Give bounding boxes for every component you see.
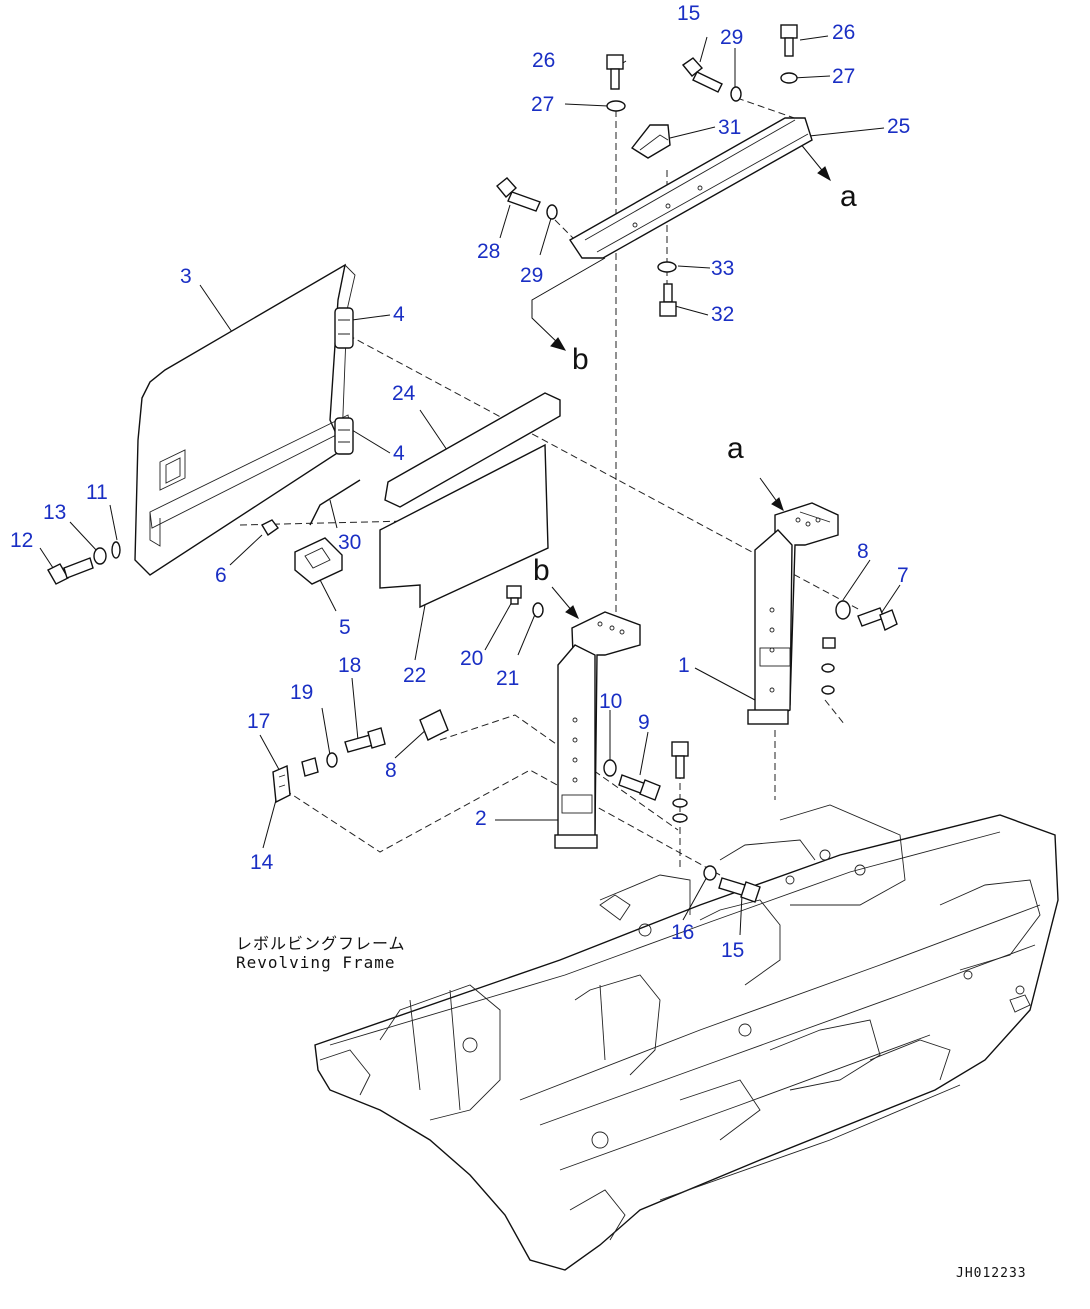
ref-letter-b-top: b (572, 343, 589, 376)
part-33-washer (657, 261, 677, 273)
callout-4-lower[interactable]: 4 (393, 442, 405, 465)
part-31-bracket (630, 124, 671, 159)
callout-17[interactable]: 16 (671, 921, 695, 944)
drawing-id: JH012233 (956, 1266, 1027, 1281)
part-17-washer (703, 865, 717, 881)
callout-32[interactable]: 32 (711, 303, 735, 326)
callout-28-top[interactable]: 15 (677, 2, 701, 25)
part-6-nut (261, 519, 279, 537)
callout-22[interactable]: 21 (496, 667, 520, 690)
part-27-washer-right (780, 72, 798, 84)
callout-14[interactable]: 13 (43, 501, 67, 524)
callout-27-right[interactable]: 27 (832, 65, 856, 88)
callout-26-right[interactable]: 26 (832, 21, 856, 44)
part-10-bolt (618, 774, 661, 801)
callout-30[interactable]: 30 (338, 531, 362, 554)
part-21-bolt (506, 585, 522, 605)
part-14-washer (93, 547, 107, 565)
part-32-bolt (659, 283, 677, 317)
part-15-hinge (272, 764, 291, 804)
part-24-pad (384, 392, 561, 508)
callout-25[interactable]: 25 (887, 115, 911, 138)
callout-15[interactable]: 14 (250, 851, 274, 874)
part-12-washer (111, 541, 121, 559)
part-9-plate (419, 709, 449, 741)
callout-23[interactable]: 22 (403, 664, 427, 687)
revolving-frame-label-japanese: レボルビングフレーム (236, 934, 406, 953)
callout-20[interactable]: 19 (290, 681, 314, 704)
ref-letter-a-top: a (840, 180, 857, 213)
part-28-bolt-left (496, 177, 541, 212)
part-29-washer-top (730, 86, 742, 102)
part-3-door-panel (134, 263, 356, 576)
revolving-frame-drawing (314, 804, 1059, 1271)
callout-8[interactable]: 8 (857, 540, 869, 563)
ref-letter-b-post: b (533, 554, 550, 587)
part-1-post (747, 502, 839, 725)
part-2-post (554, 611, 641, 849)
part-29-washer-left (546, 204, 558, 220)
callout-24[interactable]: 24 (392, 382, 416, 405)
callout-1[interactable]: 1 (678, 654, 690, 677)
part-19-bolt (344, 727, 386, 753)
callout-18[interactable]: 17 (247, 710, 271, 733)
callout-7[interactable]: 7 (897, 564, 909, 587)
callout-29-top[interactable]: 29 (720, 26, 744, 49)
part-11-washer (603, 759, 617, 777)
callout-12[interactable]: 11 (86, 481, 108, 504)
revolving-frame-label: レボルビングフレーム Revolving Frame (236, 934, 406, 972)
part-25-beam (569, 117, 813, 259)
callout-5[interactable]: 5 (339, 616, 351, 639)
callout-19[interactable]: 18 (338, 654, 362, 677)
callout-27-top[interactable]: 27 (531, 93, 555, 116)
callout-11[interactable]: 10 (599, 690, 623, 713)
part-13-bolt (47, 557, 94, 585)
callout-21[interactable]: 20 (460, 647, 484, 670)
callout-28-left[interactable]: 28 (477, 240, 501, 263)
callout-16[interactable]: 15 (721, 939, 745, 962)
ref-letter-a-post: a (727, 432, 744, 465)
stack-bolt-and-washers (671, 741, 689, 823)
callout-31[interactable]: 31 (718, 116, 742, 139)
part-26-bolt-right (780, 24, 798, 57)
callout-9[interactable]: 8 (385, 759, 397, 782)
part-5-latch (294, 537, 343, 585)
callout-26-top[interactable]: 26 (532, 49, 556, 72)
callout-29-left[interactable]: 29 (520, 264, 544, 287)
callout-13[interactable]: 12 (10, 529, 34, 552)
callout-2[interactable]: 2 (475, 807, 487, 830)
part-22-washer (532, 602, 544, 618)
callout-4-upper[interactable]: 4 (393, 303, 405, 326)
leader-lines (39, 35, 901, 936)
revolving-frame-label-english: Revolving Frame (236, 953, 396, 973)
part-30-rod (309, 479, 361, 526)
part-28-bolt-top (681, 57, 723, 93)
part-27-washer-top (606, 100, 626, 112)
callout-10[interactable]: 9 (638, 711, 650, 734)
callout-3[interactable]: 3 (180, 265, 192, 288)
part-7-bolt (857, 607, 898, 631)
part-16-bolt (718, 877, 761, 903)
stack-bolt-and-washers-right (821, 637, 836, 695)
callout-6[interactable]: 6 (215, 564, 227, 587)
part-8-washer (835, 600, 851, 620)
part-20-washer (326, 752, 338, 768)
callout-33[interactable]: 33 (711, 257, 735, 280)
part-26-bolt-top (606, 54, 624, 90)
part-23-pad (379, 443, 549, 609)
part-18-clip (301, 757, 319, 777)
